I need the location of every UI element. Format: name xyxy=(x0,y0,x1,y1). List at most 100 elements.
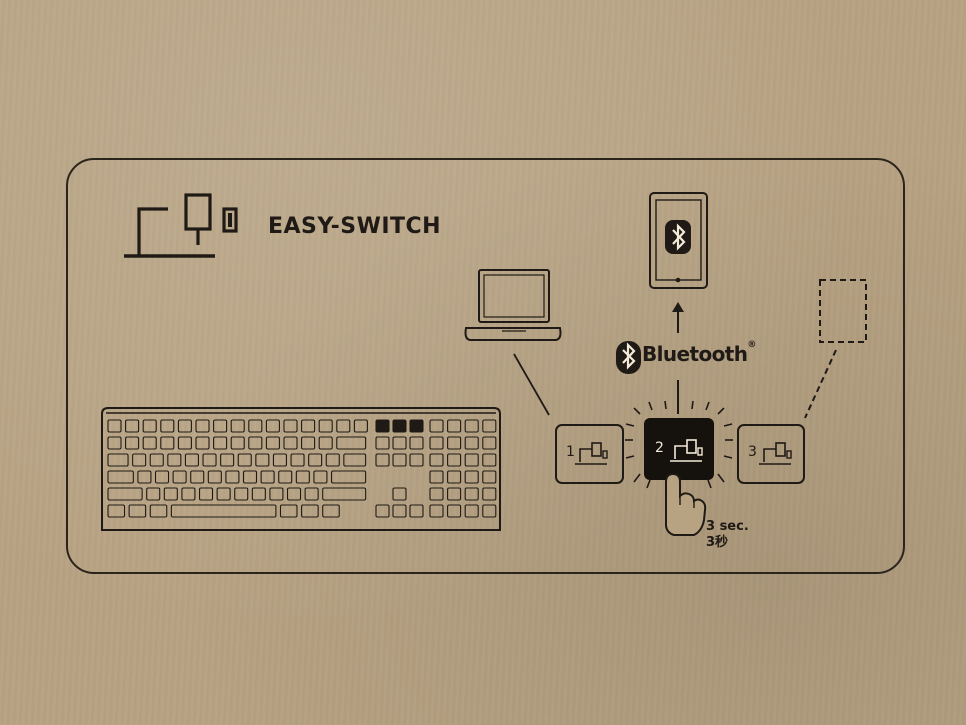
keyboard-key xyxy=(447,470,462,484)
keyboard-key xyxy=(409,436,424,450)
keyboard-key xyxy=(336,419,351,433)
keyboard-key xyxy=(464,487,479,501)
keyboard-key xyxy=(482,487,497,501)
keyboard-key xyxy=(184,453,199,467)
keyboard-key xyxy=(195,419,210,433)
keyboard-key xyxy=(213,436,228,450)
keyboard-key xyxy=(279,504,298,518)
keyboard-key xyxy=(198,487,214,501)
registered-mark: ® xyxy=(747,340,756,350)
keyboard-key xyxy=(429,453,444,467)
keyboard-key xyxy=(447,504,462,518)
instruction-panel xyxy=(66,158,905,574)
keyboard-key xyxy=(234,487,249,501)
keyboard-key xyxy=(202,453,217,467)
keyboard-key xyxy=(248,436,263,450)
keyboard-key xyxy=(429,487,444,501)
keyboard-key xyxy=(482,419,497,433)
keyboard-key xyxy=(429,436,444,450)
keyboard-key xyxy=(137,470,152,484)
finger-press-icon xyxy=(665,472,707,536)
keyboard-key xyxy=(318,419,333,433)
keyboard-key xyxy=(322,487,367,501)
keyboard-key xyxy=(325,453,340,467)
keyboard-key xyxy=(154,470,170,484)
keyboard-key xyxy=(230,419,245,433)
dashed-connector-line xyxy=(804,349,837,419)
keyboard-key xyxy=(429,504,444,518)
keyboard-key xyxy=(125,419,140,433)
keyboard-key xyxy=(167,453,182,467)
keyboard-key xyxy=(128,504,147,518)
keyboard-key xyxy=(429,419,444,433)
keyboard-key xyxy=(160,419,175,433)
keyboard-key xyxy=(132,453,147,467)
hold-duration-text: 3 sec. xyxy=(706,519,749,534)
keyboard-key xyxy=(295,470,310,484)
keyboard-key xyxy=(322,504,340,518)
keyboard-key xyxy=(392,504,407,518)
glow-rays-icon xyxy=(625,400,733,489)
keyboard-key xyxy=(265,436,280,450)
keyboard-key xyxy=(255,453,270,467)
keyboard-key xyxy=(107,419,122,433)
keyboard-key xyxy=(343,453,367,467)
keyboard-key xyxy=(163,487,178,501)
keyboard-key xyxy=(107,453,129,467)
keyboard-key xyxy=(265,419,280,433)
keyboard-key xyxy=(207,470,222,484)
keyboard-key xyxy=(230,436,245,450)
keyboard-key xyxy=(216,487,231,501)
keyboard-key xyxy=(177,436,192,450)
keyboard-key xyxy=(464,453,479,467)
keyboard-key xyxy=(251,487,266,501)
keyboard-key xyxy=(464,504,479,518)
keyboard-key xyxy=(429,470,444,484)
keyboard-key xyxy=(286,487,302,501)
keyboard-key xyxy=(213,419,228,433)
keyboard-key xyxy=(392,487,407,501)
keyboard-easy-switch-key xyxy=(375,419,390,433)
keyboard-key xyxy=(149,504,168,518)
keyboard-key xyxy=(237,453,252,467)
keyboard-key xyxy=(353,419,368,433)
channel-1-number: 1 xyxy=(566,444,575,460)
channel-1-button[interactable] xyxy=(555,424,624,484)
keyboard-key xyxy=(392,453,407,467)
keyboard-key xyxy=(283,436,298,450)
keyboard-key xyxy=(195,436,210,450)
keyboard-key xyxy=(409,453,424,467)
keyboard-easy-switch-key xyxy=(409,419,424,433)
keyboard-key xyxy=(149,453,164,467)
keyboard-key xyxy=(220,453,235,467)
bluetooth-logo-icon xyxy=(616,341,641,374)
channel-2-button[interactable] xyxy=(625,400,733,489)
keyboard-easy-switch-key xyxy=(392,419,407,433)
keyboard-key xyxy=(177,419,192,433)
keyboard-key xyxy=(447,453,462,467)
bluetooth-label-text: Bluetooth xyxy=(642,342,748,366)
keyboard-key xyxy=(464,436,479,450)
keyboard-key xyxy=(447,436,462,450)
keyboard-key xyxy=(225,470,240,484)
keyboard-key xyxy=(190,470,205,484)
keyboard-key xyxy=(260,470,275,484)
computer-phone-icon xyxy=(124,193,238,258)
keyboard-key xyxy=(482,504,497,518)
keyboard-key xyxy=(375,504,390,518)
keyboard-key xyxy=(301,419,316,433)
channel-3-button[interactable] xyxy=(737,424,805,484)
keyboard-key xyxy=(464,419,479,433)
keyboard-key xyxy=(107,504,126,518)
keyboard-key xyxy=(160,436,175,450)
keyboard-key xyxy=(107,436,122,450)
hold-duration-jp-text: 3秒 xyxy=(706,535,729,550)
keyboard-key xyxy=(447,487,462,501)
arrow-up-icon xyxy=(672,302,684,312)
laptop-icon xyxy=(464,269,562,341)
phone-icon xyxy=(649,192,708,289)
keyboard-key xyxy=(248,419,263,433)
keyboard-key xyxy=(301,504,319,518)
bluetooth-icon xyxy=(665,220,691,254)
